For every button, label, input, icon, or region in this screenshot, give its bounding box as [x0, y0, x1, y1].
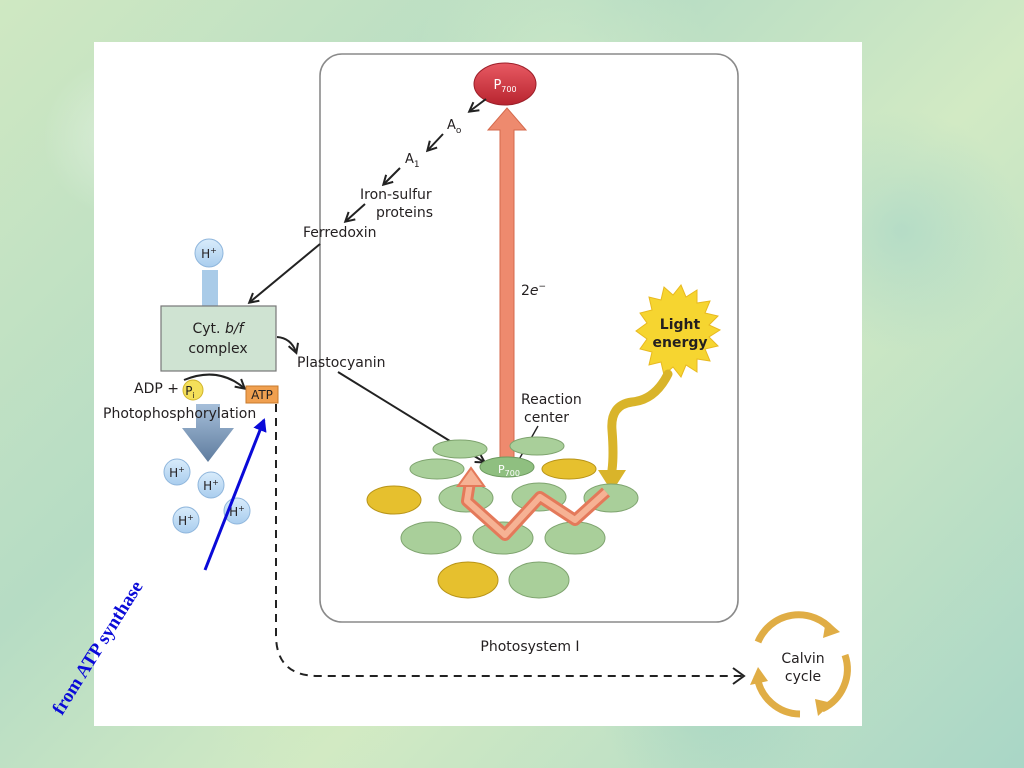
antenna-disc: [432, 439, 488, 459]
arrow-ferredoxin-to-cyt: [250, 243, 321, 302]
electron-excitation-arrow: [486, 107, 528, 463]
atp-synthase-arrow: [203, 418, 267, 571]
arrow-cyt-to-plastocyanin: [276, 336, 296, 352]
arrow-p700-to-a0: [470, 98, 487, 111]
proton-down-arrow: [182, 404, 234, 462]
antenna-disc: [508, 561, 570, 599]
light-energy-line2: energy: [652, 335, 707, 351]
reaction-center-line1: Reaction: [521, 392, 582, 408]
adp-to-atp-arrow: [183, 373, 244, 388]
proton-channel-top: [202, 270, 218, 306]
p700-reaction-center-disc: [479, 456, 535, 478]
p700-top-oval: [473, 62, 537, 106]
two-electron-label: 2e−: [521, 282, 546, 299]
h-plus-bubble-1: [163, 458, 191, 486]
photophosphorylation-label: Photophosphorylation: [103, 406, 256, 422]
photosystem-box: [319, 53, 739, 623]
cyt-bf-complex-box: [160, 305, 277, 372]
h-plus-bubble-4-label: H+: [178, 513, 194, 528]
antenna-disc: [509, 436, 565, 456]
h-plus-top: [194, 238, 224, 268]
p700-center-label: P700: [498, 463, 520, 478]
energy-transfer-arrowhead: [456, 466, 486, 487]
dashed-atp-to-calvin: [275, 404, 742, 677]
h-plus-bubble-1-label: H+: [169, 465, 185, 480]
h-plus-bubble-4: [172, 506, 200, 534]
calvin-cycle-ring: [750, 611, 851, 718]
plastocyanin-label: Plastocyanin: [297, 355, 385, 371]
dashed-arrowhead: [732, 667, 746, 685]
calvin-cycle-line2: cycle: [785, 669, 821, 685]
calvin-cycle-line1: Calvin: [781, 651, 824, 667]
iron-sulfur-label-line2: proteins: [376, 205, 433, 221]
light-energy-sun: [635, 284, 722, 378]
h-plus-top-label: H+: [201, 246, 217, 261]
reaction-center-line2: center: [524, 410, 569, 426]
a0-label: Ao: [447, 118, 462, 136]
h-plus-bubble-2-label: H+: [203, 478, 219, 493]
cyt-bf-label-line1: Cyt. b/f: [193, 321, 246, 337]
atp-label: ATP: [251, 388, 273, 402]
cyt-bf-label-line2: complex: [188, 341, 247, 357]
antenna-disc-yellow: [366, 485, 422, 515]
pi-label: Pi: [185, 384, 194, 400]
p700-top-label: P700: [493, 78, 516, 94]
arrow-a0-to-a1: [428, 133, 444, 150]
a1-label: A1: [405, 152, 420, 170]
h-plus-bubble-3-label: H+: [229, 504, 245, 519]
iron-sulfur-label-line1: Iron-sulfur: [360, 187, 432, 203]
atp-box: [245, 385, 279, 404]
arrow-a1-to-iron-sulfur: [384, 167, 401, 184]
antenna-disc: [544, 521, 606, 555]
arrow-iron-sulfur-to-ferredoxin: [346, 203, 366, 221]
antenna-disc-yellow: [437, 561, 499, 599]
photosystem-label: Photosystem I: [480, 639, 579, 655]
antenna-disc: [400, 521, 462, 555]
light-energy-line1: Light: [660, 317, 701, 333]
pi-bubble: [182, 379, 204, 401]
adp-label: ADP +: [134, 381, 179, 397]
ferredoxin-label: Ferredoxin: [303, 225, 377, 241]
antenna-disc: [409, 458, 465, 480]
h-plus-bubble-2: [197, 471, 225, 499]
light-wavy-path: [607, 369, 673, 475]
energy-transfer-path-inner: [464, 481, 609, 538]
antenna-disc-yellow: [541, 458, 597, 480]
light-arrowhead: [598, 470, 626, 492]
